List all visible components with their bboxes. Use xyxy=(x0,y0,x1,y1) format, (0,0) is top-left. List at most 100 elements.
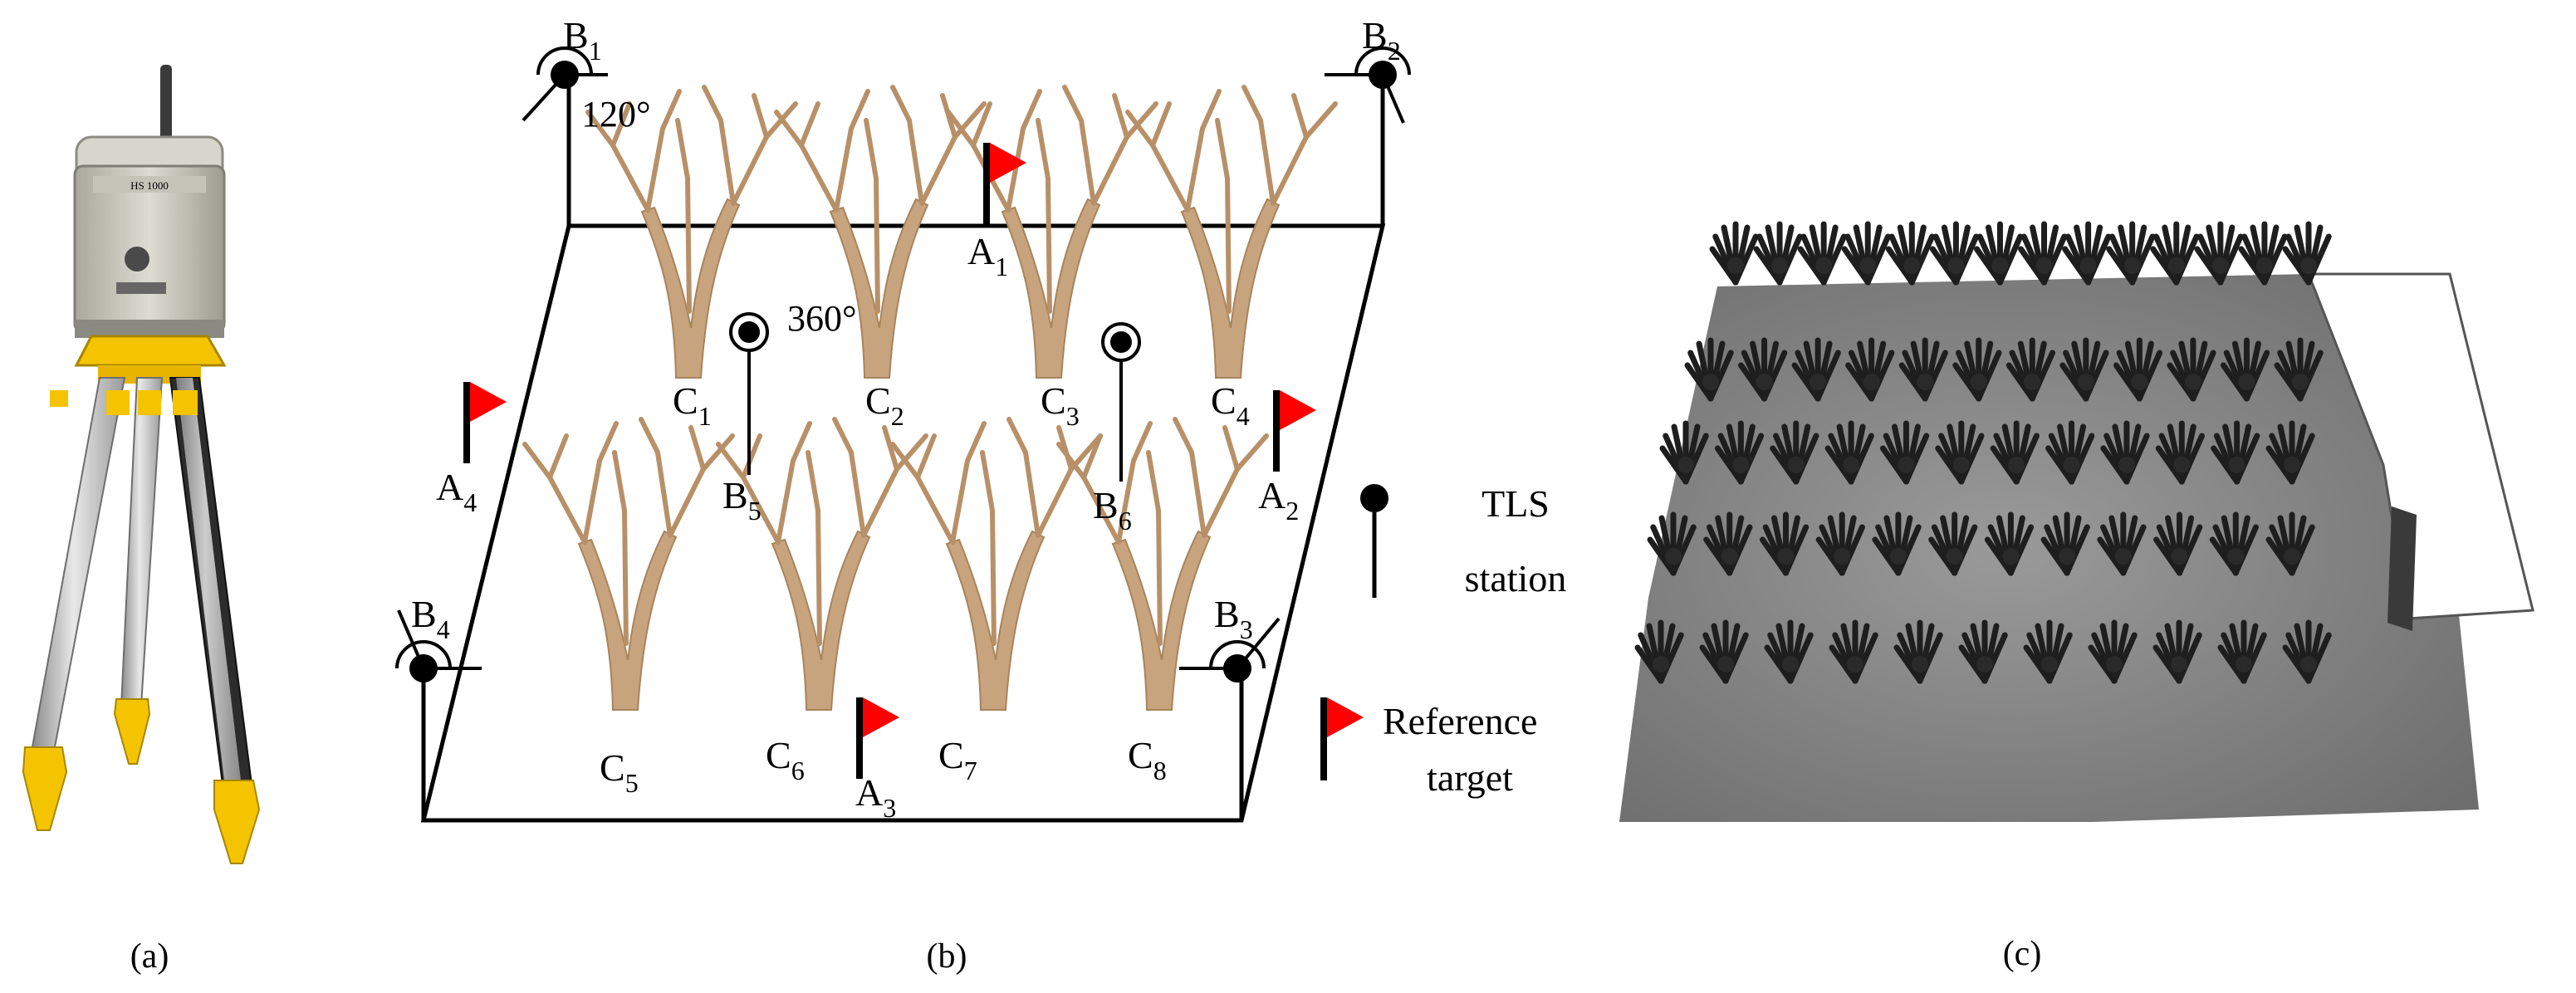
svg-text:B1: B1 xyxy=(563,14,602,66)
point-cloud-plant xyxy=(1759,511,1810,576)
point-cloud-plant xyxy=(2167,337,2216,402)
label-c3: C3 xyxy=(1041,379,1080,431)
caption-c: (c) xyxy=(2003,935,2042,973)
point-cloud-plant xyxy=(1684,337,1734,402)
point-cloud-plant xyxy=(1738,337,1788,402)
point-cloud-plant xyxy=(1885,221,1936,286)
point-cloud-plant xyxy=(1879,420,1930,485)
point-cloud-plant xyxy=(1791,337,1841,402)
svg-text:B6: B6 xyxy=(1093,484,1132,536)
tree-c8 xyxy=(1056,417,1269,711)
label-c8: C8 xyxy=(1128,734,1167,785)
target-a1 xyxy=(983,143,1026,224)
tree-labels: C1 C2 C3 C4 C5 C6 C7 C8 xyxy=(600,379,1250,798)
point-cloud-plant xyxy=(1634,619,1684,684)
label-b5: B5 xyxy=(722,474,762,526)
point-cloud-plant xyxy=(1984,511,2035,576)
target-a4 xyxy=(463,382,507,463)
angle-label-corner: 120° xyxy=(581,94,651,135)
point-cloud-wall xyxy=(2306,272,2534,620)
svg-text:B3: B3 xyxy=(1214,593,1253,644)
tree-c4 xyxy=(1125,85,1338,379)
legend-station-line1: TLS xyxy=(1481,482,1550,525)
panel-b-layout-diagram: B1 B2 B3 B4 B5 B6 A1 A2 A3 A4 C1 xyxy=(395,14,1567,976)
point-cloud-plant xyxy=(1703,511,1753,576)
tree-c1 xyxy=(585,85,798,379)
point-cloud-plant xyxy=(2097,511,2147,576)
point-cloud-plant xyxy=(1973,221,2024,286)
point-cloud-plant xyxy=(2005,337,2056,402)
point-cloud-plant xyxy=(2045,420,2095,485)
point-cloud-plant xyxy=(1829,619,1878,684)
label-b2: B2 xyxy=(1362,14,1401,66)
point-cloud-plant xyxy=(2282,221,2332,286)
point-cloud-trees xyxy=(1634,221,2332,684)
point-cloud-plant xyxy=(2238,221,2288,286)
point-cloud-plant xyxy=(1714,420,1765,485)
point-cloud-plant xyxy=(1659,420,1709,485)
point-cloud-plant xyxy=(2040,511,2090,576)
tripod-leg-left xyxy=(30,377,126,752)
svg-text:B2: B2 xyxy=(1362,14,1401,66)
point-cloud-plant xyxy=(2113,337,2163,402)
logo-icon xyxy=(125,247,149,271)
point-cloud-plant xyxy=(2220,337,2270,402)
point-cloud-plant xyxy=(2150,221,2200,286)
label-a3: A3 xyxy=(855,771,896,823)
label-a4: A4 xyxy=(436,466,477,517)
station-b1 xyxy=(522,46,608,122)
point-cloud-plant xyxy=(2023,619,2073,684)
antenna-icon xyxy=(160,65,172,156)
svg-text:B5: B5 xyxy=(722,474,762,526)
tree-c6 xyxy=(716,417,928,711)
point-cloud-plant xyxy=(1958,619,2008,684)
point-cloud-plant xyxy=(1815,511,1865,576)
point-cloud-plant xyxy=(2217,619,2267,684)
point-cloud-plant xyxy=(1872,511,1922,576)
point-cloud-plant xyxy=(2106,221,2156,286)
svg-text:B4: B4 xyxy=(411,593,450,644)
point-cloud-plant xyxy=(1770,420,1819,485)
point-cloud-plant xyxy=(1990,420,2040,485)
legend-station-icon xyxy=(1360,484,1388,598)
label-c7: C7 xyxy=(938,734,977,785)
label-b3: B3 xyxy=(1214,593,1253,644)
panel-c-point-cloud: (c) xyxy=(1619,221,2534,973)
label-c1: C1 xyxy=(673,379,712,431)
label-c6: C6 xyxy=(766,734,805,785)
point-cloud-plant xyxy=(2155,420,2206,485)
legend-target-line2: target xyxy=(1427,756,1513,799)
tree-c5 xyxy=(522,417,735,711)
tripod-leg-middle xyxy=(120,377,164,707)
point-cloud-plant xyxy=(1797,221,1847,286)
svg-text:A4: A4 xyxy=(436,466,477,517)
point-cloud-plant xyxy=(1647,511,1697,576)
label-b6: B6 xyxy=(1093,484,1132,536)
point-cloud-plant xyxy=(2282,619,2332,684)
legend-station-line2: station xyxy=(1465,557,1567,599)
tree-c7 xyxy=(890,417,1103,711)
point-cloud-plant xyxy=(2088,619,2138,684)
label-b1: B1 xyxy=(563,14,602,66)
legend-flag-icon xyxy=(1320,697,1364,780)
point-cloud-plant xyxy=(2059,337,2109,402)
point-cloud-plant xyxy=(2152,619,2202,684)
station-b2 xyxy=(1325,46,1411,124)
label-c5: C5 xyxy=(600,746,639,798)
point-cloud-plant xyxy=(1841,221,1891,286)
tree-c2 xyxy=(774,85,987,379)
svg-text:A1: A1 xyxy=(967,230,1008,281)
point-cloud-plant xyxy=(1929,221,1980,286)
point-cloud-plant xyxy=(1824,420,1874,485)
point-cloud-plant xyxy=(2062,221,2112,286)
label-c4: C4 xyxy=(1211,379,1250,431)
legend-target-line1: Reference xyxy=(1383,700,1537,742)
panel-a-scanner-photo: HS 1000 (a) xyxy=(22,65,261,976)
point-cloud-plant xyxy=(2209,511,2260,576)
label-a2: A2 xyxy=(1258,474,1299,526)
point-cloud-plant xyxy=(1764,619,1814,684)
target-a3 xyxy=(856,697,899,779)
station-b3 xyxy=(1179,617,1281,682)
point-cloud-plant xyxy=(1893,619,1943,684)
